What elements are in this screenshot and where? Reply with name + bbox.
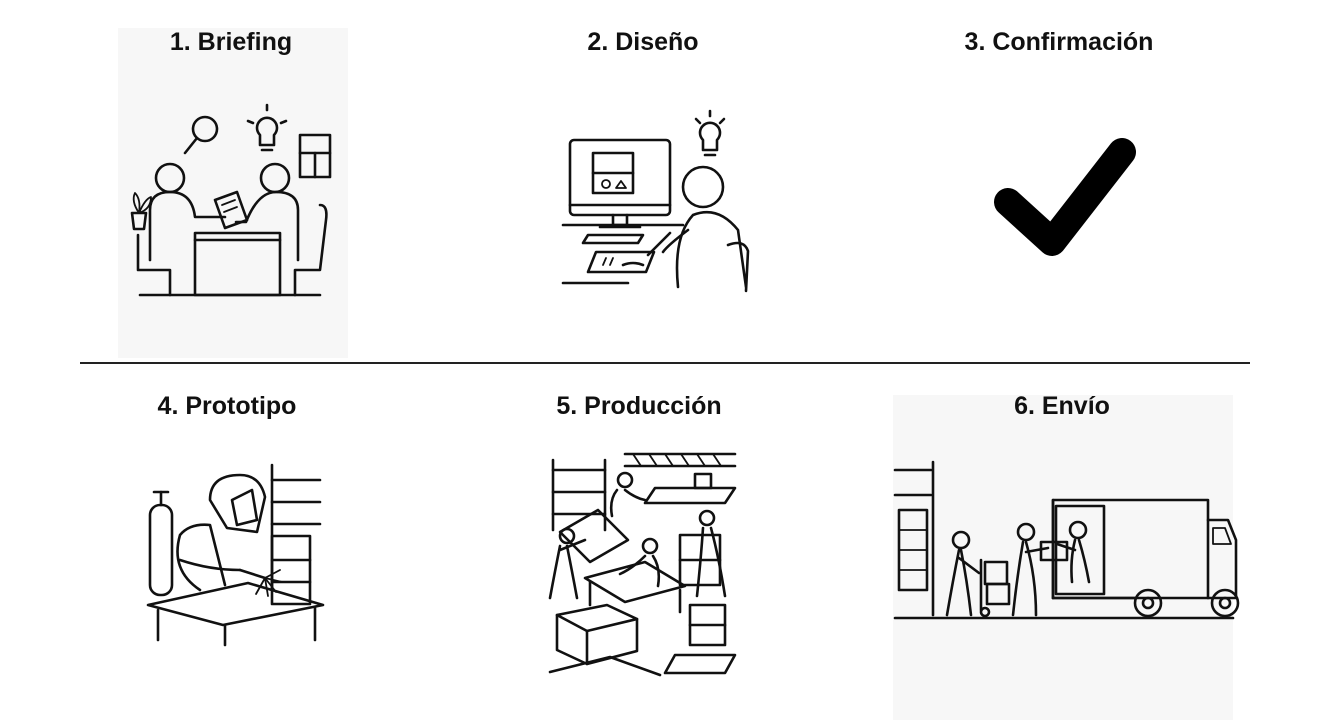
meeting-icon [120,95,340,305]
row-divider [80,362,1250,364]
step-title: 4. Prototipo [158,392,297,421]
step-title: 2. Diseño [587,28,698,57]
step-title: 6. Envío [1014,392,1110,421]
step-title: 1. Briefing [170,28,292,57]
workshop-icon [545,450,740,680]
step-title: 5. Producción [556,392,721,421]
delivery-truck-icon [893,460,1233,625]
designer-computer-icon [558,105,758,295]
welder-icon [140,460,330,650]
step-title: 3. Confirmación [965,28,1154,57]
checkmark-icon [990,130,1140,260]
